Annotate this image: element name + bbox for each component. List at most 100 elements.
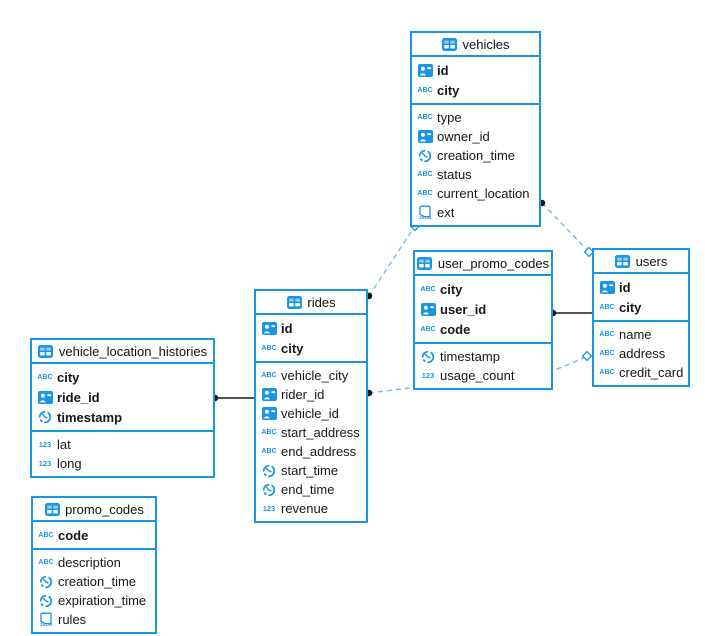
table-icon	[417, 256, 433, 270]
svg-text:JSON: JSON	[419, 215, 432, 220]
field-row-end_time: end_time	[256, 480, 366, 499]
table-header[interactable]: users	[594, 250, 688, 274]
pk-field-row-id: id	[594, 277, 688, 297]
field-label: creation_time	[437, 148, 516, 163]
timestamp-type-icon	[417, 149, 433, 163]
table-icon	[442, 37, 458, 51]
number-type-icon: 123	[421, 370, 435, 380]
field-label: revenue	[281, 501, 328, 516]
field-row-revenue: 123 revenue	[256, 499, 366, 518]
pk-field-row-timestamp: timestamp	[32, 407, 213, 427]
number-type-icon: 123	[262, 503, 276, 513]
id-badge-icon	[37, 390, 53, 404]
text-type-icon: ABC	[420, 285, 436, 293]
field-label: end_address	[281, 444, 357, 459]
text-type-icon: ABC	[261, 344, 277, 352]
id-badge-icon	[417, 130, 433, 143]
field-label: status	[437, 167, 472, 182]
field-row-address: ABC address	[594, 344, 688, 363]
field-label: id	[281, 320, 293, 336]
table-title: user_promo_codes	[437, 255, 550, 271]
field-label: city	[440, 281, 463, 297]
pk-field-row-city: ABC city	[415, 279, 551, 299]
field-row-end_address: ABC end_address	[256, 442, 366, 461]
field-label: end_time	[281, 482, 335, 497]
text-type-icon: ABC	[599, 331, 615, 338]
text-type-icon: ABC	[261, 448, 277, 455]
table-title: vehicle_location_histories	[58, 343, 208, 359]
field-label: timestamp	[440, 349, 500, 364]
field-label: city	[437, 82, 460, 98]
field-row-long: 123 long	[32, 454, 213, 473]
table-title: promo_codes	[65, 501, 144, 517]
number-type-icon: 123	[38, 458, 52, 468]
fields-section: timestamp 123 usage_count	[415, 342, 551, 388]
field-row-creation_time: creation_time	[412, 146, 539, 165]
table-header[interactable]: vehicle_location_histories	[32, 340, 213, 364]
svg-text:JSON: JSON	[40, 622, 53, 627]
relationship-vehicles-to-users	[541, 202, 590, 253]
json-type-icon: JSON	[38, 612, 54, 627]
timestamp-type-icon	[38, 575, 54, 589]
field-row-rider_id: rider_id	[256, 385, 366, 404]
field-label: code	[58, 527, 89, 543]
id-badge-icon	[420, 302, 436, 316]
field-label: timestamp	[57, 409, 123, 425]
field-row-expiration_time: expiration_time	[33, 591, 155, 610]
field-label: id	[619, 279, 631, 295]
field-row-vehicle_id: vehicle_id	[256, 404, 366, 423]
number-type-icon: 123	[38, 439, 52, 449]
table-header[interactable]: promo_codes	[33, 498, 155, 522]
field-row-lat: 123 lat	[32, 435, 213, 454]
relationship-rides-to-vehicles	[368, 225, 416, 297]
table-title: vehicles	[462, 36, 510, 52]
field-row-owner_id: owner_id	[412, 127, 539, 146]
id-badge-icon	[261, 407, 277, 420]
table-header[interactable]: rides	[256, 291, 366, 315]
field-label: usage_count	[440, 368, 515, 383]
id-badge-icon	[261, 321, 277, 335]
field-label: lat	[57, 437, 71, 452]
table-header[interactable]: user_promo_codes	[415, 252, 551, 276]
table-icon	[38, 344, 54, 358]
text-type-icon: ABC	[420, 325, 436, 333]
field-label: city	[57, 369, 80, 385]
table-header[interactable]: vehicles	[412, 33, 539, 57]
id-badge-icon	[417, 63, 433, 77]
field-label: address	[619, 346, 666, 361]
table-title: users	[635, 253, 668, 269]
field-label: long	[57, 456, 82, 471]
text-type-icon: ABC	[599, 350, 615, 357]
field-label: user_id	[440, 301, 487, 317]
table-icon	[615, 254, 631, 268]
id-badge-icon	[261, 388, 277, 401]
relationship-rides-to-users	[368, 356, 587, 394]
field-label: ride_id	[57, 389, 100, 405]
text-type-icon: ABC	[417, 86, 433, 94]
